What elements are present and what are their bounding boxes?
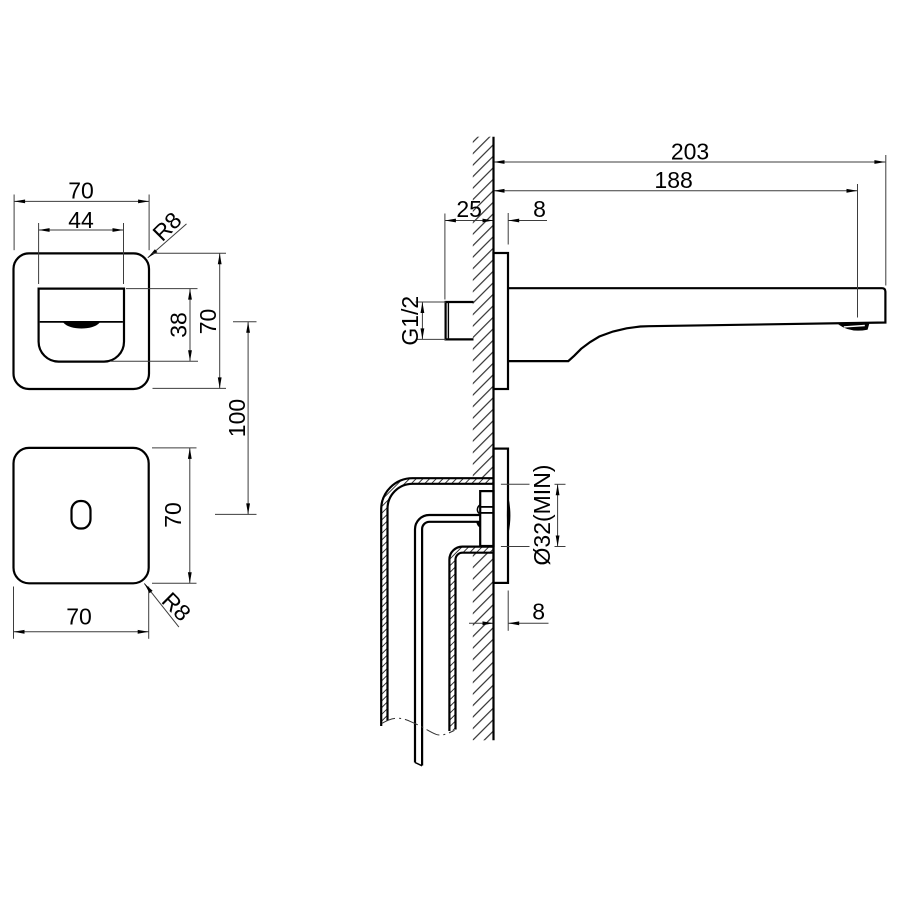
svg-text:38: 38 xyxy=(166,312,192,338)
svg-text:44: 44 xyxy=(68,207,94,233)
svg-text:25: 25 xyxy=(456,196,482,222)
svg-text:203: 203 xyxy=(671,138,709,164)
svg-text:G1/2: G1/2 xyxy=(397,296,423,346)
svg-text:188: 188 xyxy=(654,167,692,193)
svg-text:70: 70 xyxy=(68,178,94,204)
svg-text:70: 70 xyxy=(160,502,186,528)
svg-text:70: 70 xyxy=(66,604,92,630)
svg-text:8: 8 xyxy=(533,196,546,222)
svg-text:Ø32(MIN): Ø32(MIN) xyxy=(529,465,555,566)
svg-text:70: 70 xyxy=(195,309,221,335)
svg-text:8: 8 xyxy=(532,599,545,625)
svg-text:100: 100 xyxy=(224,399,250,437)
